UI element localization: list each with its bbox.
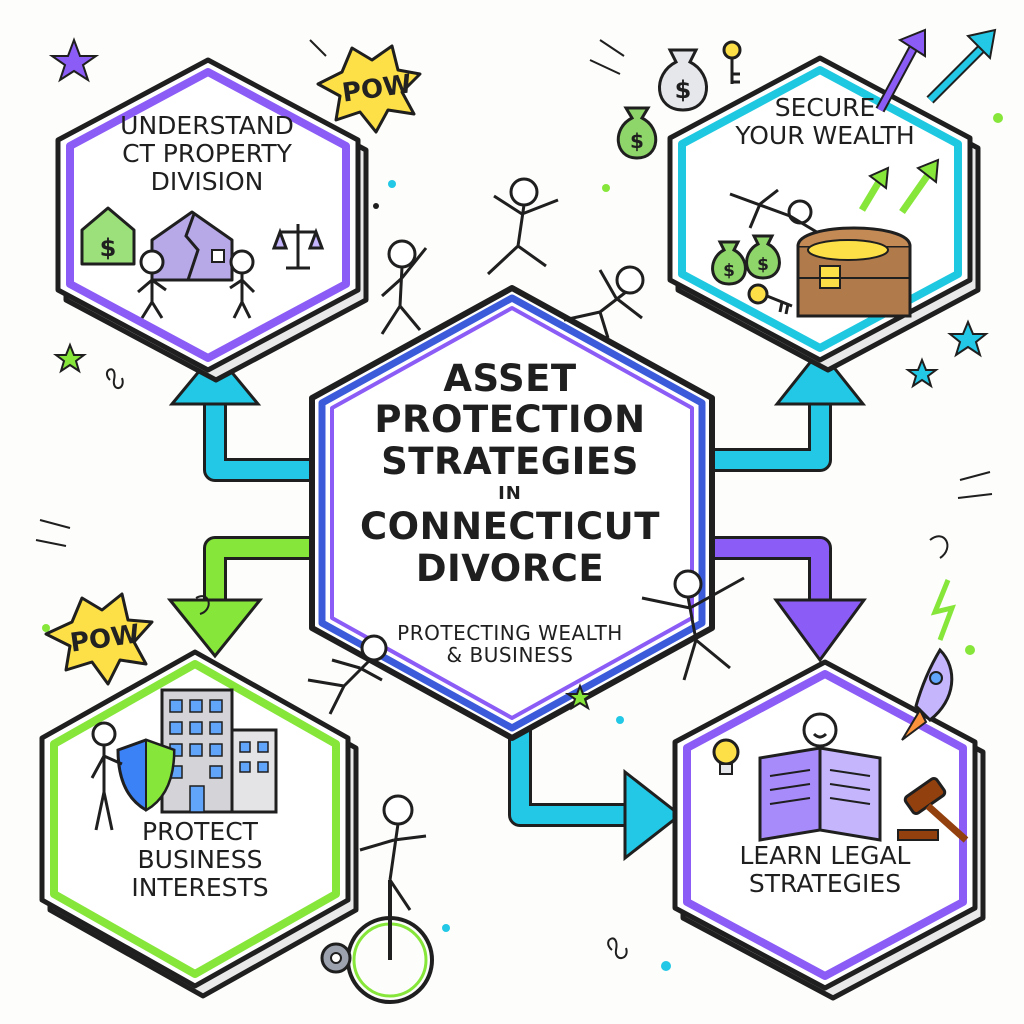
confetti-dots (42, 113, 1003, 971)
money-bag-icon: $ (616, 106, 658, 160)
person-icon (729, 188, 821, 236)
scales-icon (271, 224, 325, 270)
person-icon (802, 712, 838, 748)
svg-text:$: $ (675, 76, 692, 104)
person-icon (229, 249, 256, 319)
treasure-chest-icon (796, 226, 912, 318)
key-icon (722, 40, 742, 84)
node-label-protect: PROTECT BUSINESS INTERESTS (131, 817, 269, 902)
star-icon (564, 683, 596, 711)
center-tagline: PROTECTING WEALTH & BUSINESS (397, 621, 623, 668)
key-icon (747, 283, 793, 315)
person-icon (563, 265, 645, 339)
lightning-icon (930, 579, 956, 641)
person-icon (307, 634, 388, 715)
node-label-secure: SECURE YOUR WEALTH (735, 93, 915, 150)
svg-text:$: $ (723, 261, 735, 281)
person-icon (137, 249, 167, 319)
star-icon (947, 319, 989, 358)
center-title: ASSET PROTECTION STRATEGIES IN CONNECTIC… (360, 357, 660, 590)
growth-arrows-icon (858, 158, 940, 215)
svg-text:$: $ (757, 255, 769, 275)
lightbulb-icon (712, 738, 740, 775)
money-bag-icon: $ (658, 48, 708, 112)
pow-badge (316, 44, 422, 134)
node-label-understand: UNDERSTAND CT PROPERTY DIVISION (120, 111, 294, 196)
arrow-to-secure (700, 347, 867, 472)
unicycle-icon (346, 794, 434, 1004)
star-icon (48, 37, 100, 83)
star-icon (53, 342, 87, 374)
person-icon (90, 721, 123, 831)
shield-icon (116, 738, 176, 812)
book-icon (758, 746, 882, 842)
arrow-to-protect (166, 536, 330, 659)
house-dollar-icon: $ (80, 206, 136, 266)
person-icon (380, 239, 428, 335)
arrow-to-learn (700, 536, 867, 663)
growth-arrows-icon (875, 28, 997, 113)
gavel-icon (897, 776, 969, 843)
gear-icon (320, 942, 352, 974)
person-icon (641, 569, 745, 681)
arrow-bottom-to-learn (508, 720, 683, 862)
node-understand (55, 57, 369, 383)
svg-text:$: $ (100, 234, 117, 262)
money-bag-icon: $ (745, 234, 781, 280)
center-node (309, 285, 715, 741)
star-icon (905, 357, 939, 389)
person-icon (486, 177, 559, 276)
node-label-learn: LEARN LEGAL STRATEGIES (739, 841, 911, 898)
rocket-icon (901, 647, 954, 741)
money-bag-icon: $ (711, 240, 747, 286)
pow-badge (44, 592, 154, 686)
doodle-squiggle (35, 39, 993, 959)
svg-text:$: $ (630, 129, 644, 153)
